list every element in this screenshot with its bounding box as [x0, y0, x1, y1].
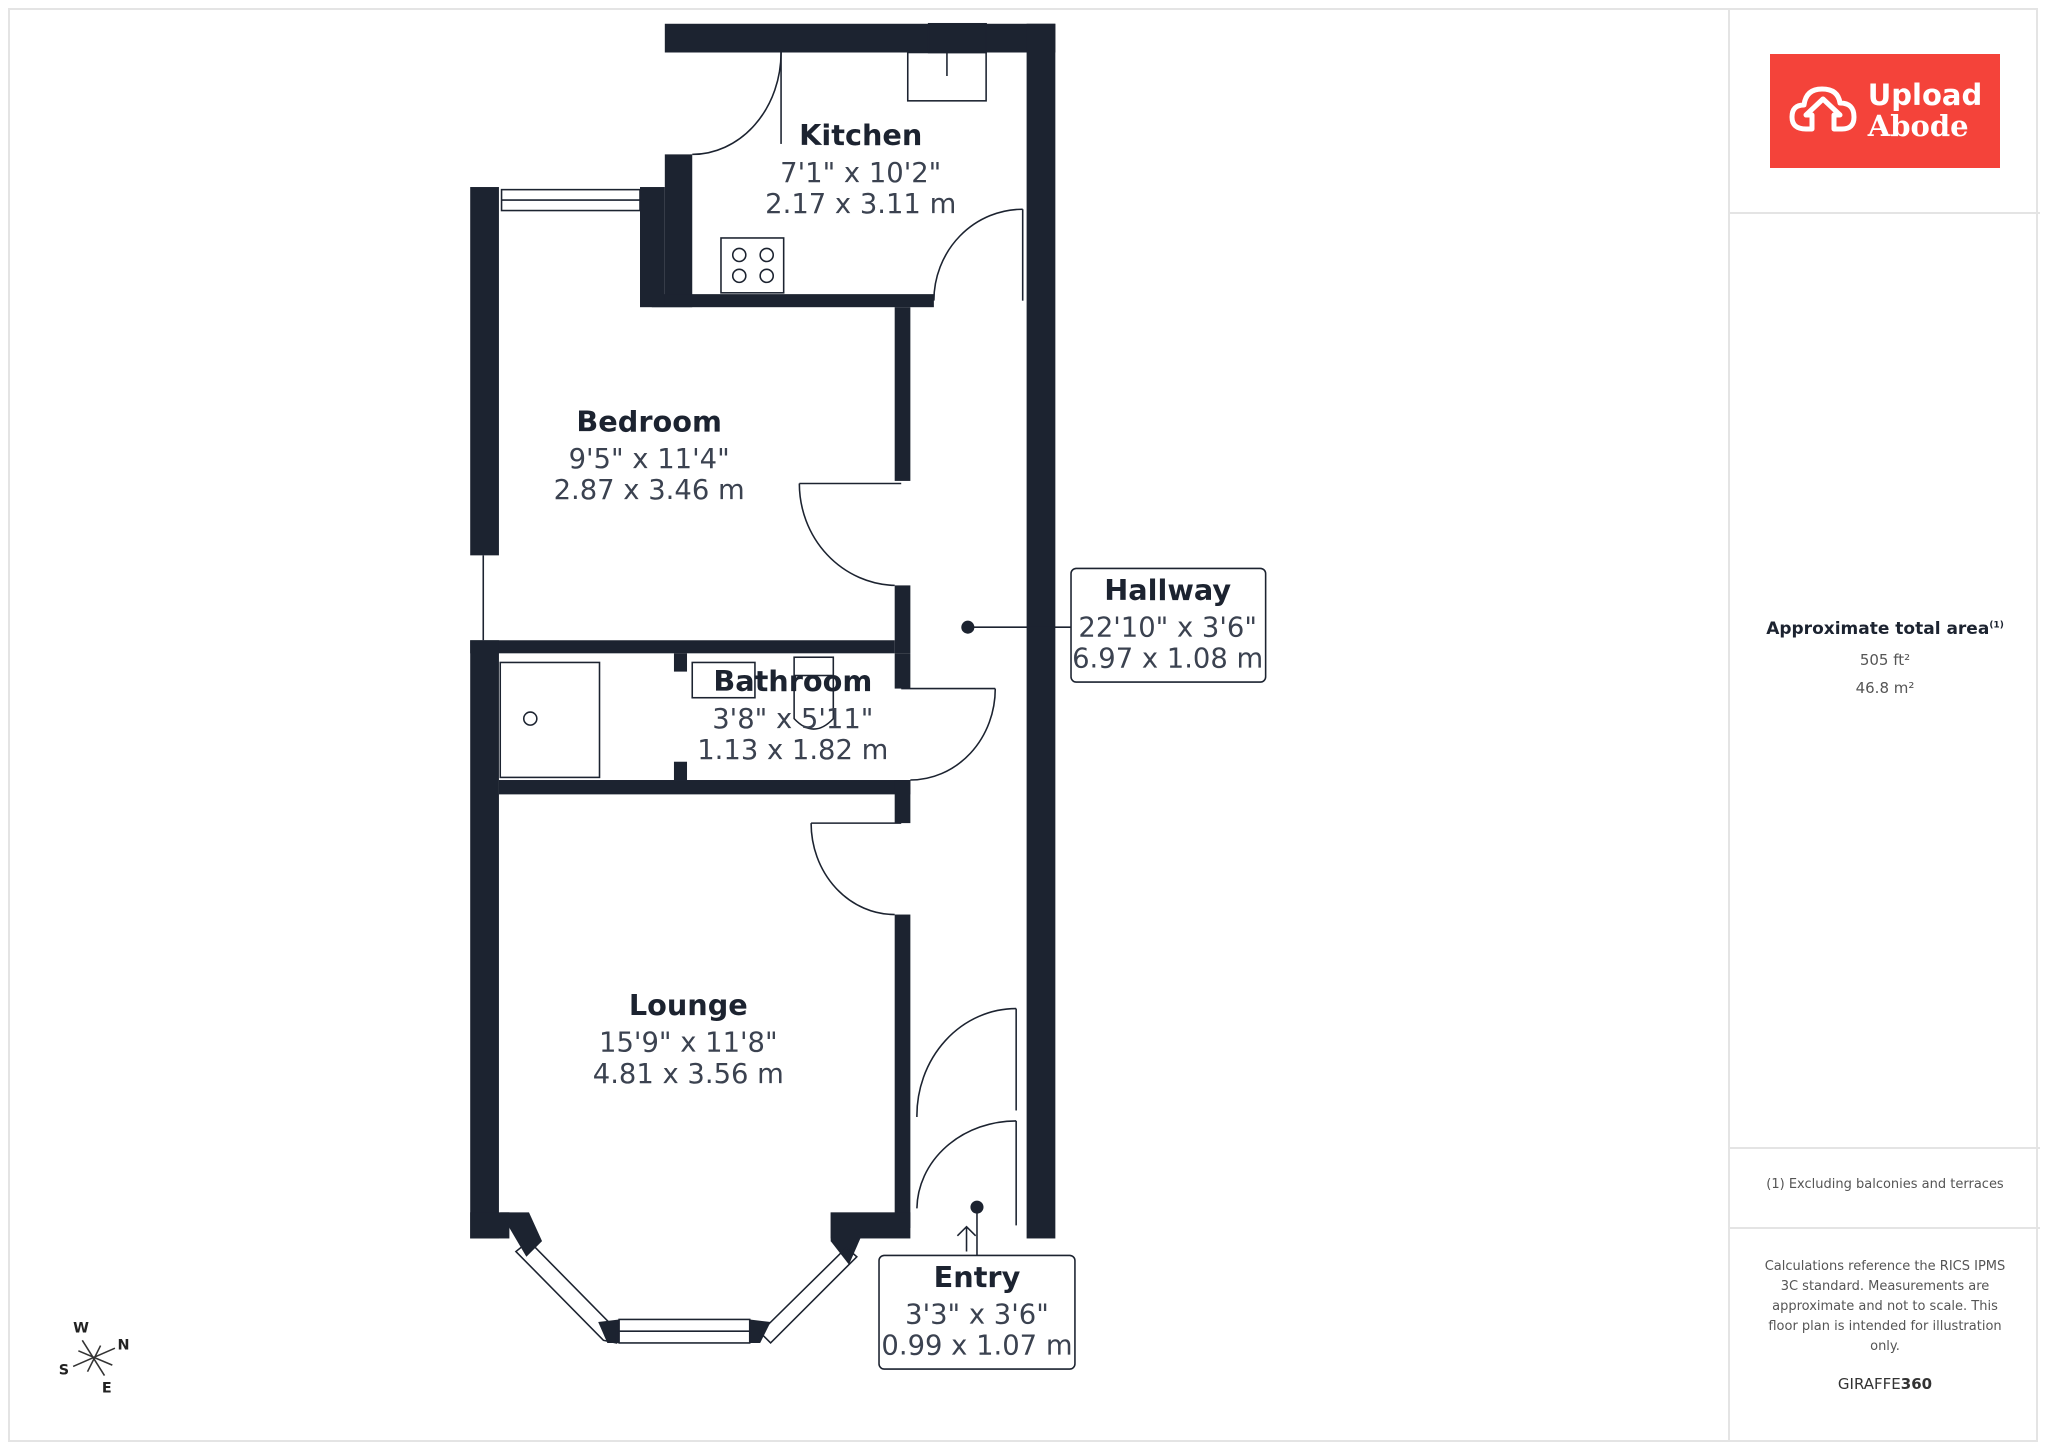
logo-line2: Abode: [1867, 109, 1969, 143]
windows-and-fixtures: [482, 22, 987, 1345]
disclaimer: Calculations reference the RICS IPMS 3C …: [1764, 1259, 2006, 1354]
logo-line1: Upload: [1867, 78, 1983, 112]
compass-s: S: [59, 1362, 69, 1378]
room-name: Bedroom: [576, 404, 721, 438]
room-dim-imperial: 15'9" x 11'8": [599, 1028, 778, 1059]
room-name: Lounge: [629, 988, 748, 1022]
room-name: Kitchen: [799, 118, 922, 152]
area-title: Approximate total area: [1766, 619, 1990, 639]
compass-icon: W N S E: [59, 1321, 130, 1397]
compass-w: W: [73, 1321, 89, 1337]
room-dim-metric: 2.17 x 3.11 m: [765, 189, 956, 220]
room-dim-imperial: 22'10" x 3'6": [1078, 612, 1257, 643]
room-bedroom: Bedroom 9'5" x 11'4" 2.87 x 3.46 m: [554, 404, 745, 506]
area-section: Approximate total area(1) 505 ft² 46.8 m…: [1730, 214, 2040, 1149]
room-dim-metric: 4.81 x 3.56 m: [593, 1059, 784, 1090]
room-name: Bathroom: [713, 664, 872, 698]
walls: [470, 23, 1056, 1343]
room-dim-metric: 2.87 x 3.46 m: [554, 475, 745, 506]
room-dim-metric: 1.13 x 1.82 m: [697, 735, 888, 766]
room-dim-metric: 0.99 x 1.07 m: [881, 1331, 1072, 1362]
disclaimer-section: Calculations reference the RICS IPMS 3C …: [1730, 1229, 2040, 1393]
giraffe360-logo: GIRAFFE360: [1760, 1375, 2010, 1393]
room-bathroom: Bathroom 3'8" x 5'11" 1.13 x 1.82 m: [697, 664, 888, 766]
compass-e: E: [102, 1381, 112, 1397]
room-lounge: Lounge 15'9" x 11'8" 4.81 x 3.56 m: [593, 988, 784, 1090]
cloud-house-icon: [1789, 86, 1857, 132]
footnote: (1) Excluding balconies and terraces: [1766, 1177, 2004, 1192]
room-dim-imperial: 3'3" x 3'6": [905, 1299, 1049, 1330]
credit-b: 360: [1900, 1375, 1933, 1393]
room-hallway-callout: Hallway 22'10" x 3'6" 6.97 x 1.08 m: [961, 567, 1267, 683]
room-dim-imperial: 9'5" x 11'4": [569, 444, 730, 475]
room-dim-imperial: 3'8" x 5'11": [712, 704, 873, 735]
logo-section: Upload Abode: [1730, 8, 2040, 214]
room-dim-imperial: 7'1" x 10'2": [780, 158, 941, 189]
room-name: Entry: [934, 1260, 1021, 1294]
credit-a: GIRAFFE: [1837, 1375, 1901, 1393]
compass-n: N: [118, 1337, 130, 1353]
room-name: Hallway: [1104, 573, 1231, 607]
page-frame: [8, 8, 2038, 1442]
area-ft: 505 ft²: [1859, 651, 1911, 669]
room-entry-callout: Entry 3'3" x 3'6" 0.99 x 1.07 m: [878, 1200, 1076, 1370]
area-footnote-mark: (1): [1989, 620, 2004, 631]
room-kitchen: Kitchen 7'1" x 10'2" 2.17 x 3.11 m: [765, 118, 956, 220]
area-m: 46.8 m²: [1855, 679, 1915, 697]
room-dim-metric: 6.97 x 1.08 m: [1072, 644, 1263, 675]
info-panel: Upload Abode Approximate total area(1) 5…: [1728, 8, 2040, 1442]
upload-abode-logo: Upload Abode: [1770, 54, 2000, 168]
doors: [692, 52, 1024, 1226]
footnote-section: (1) Excluding balconies and terraces: [1730, 1149, 2040, 1229]
